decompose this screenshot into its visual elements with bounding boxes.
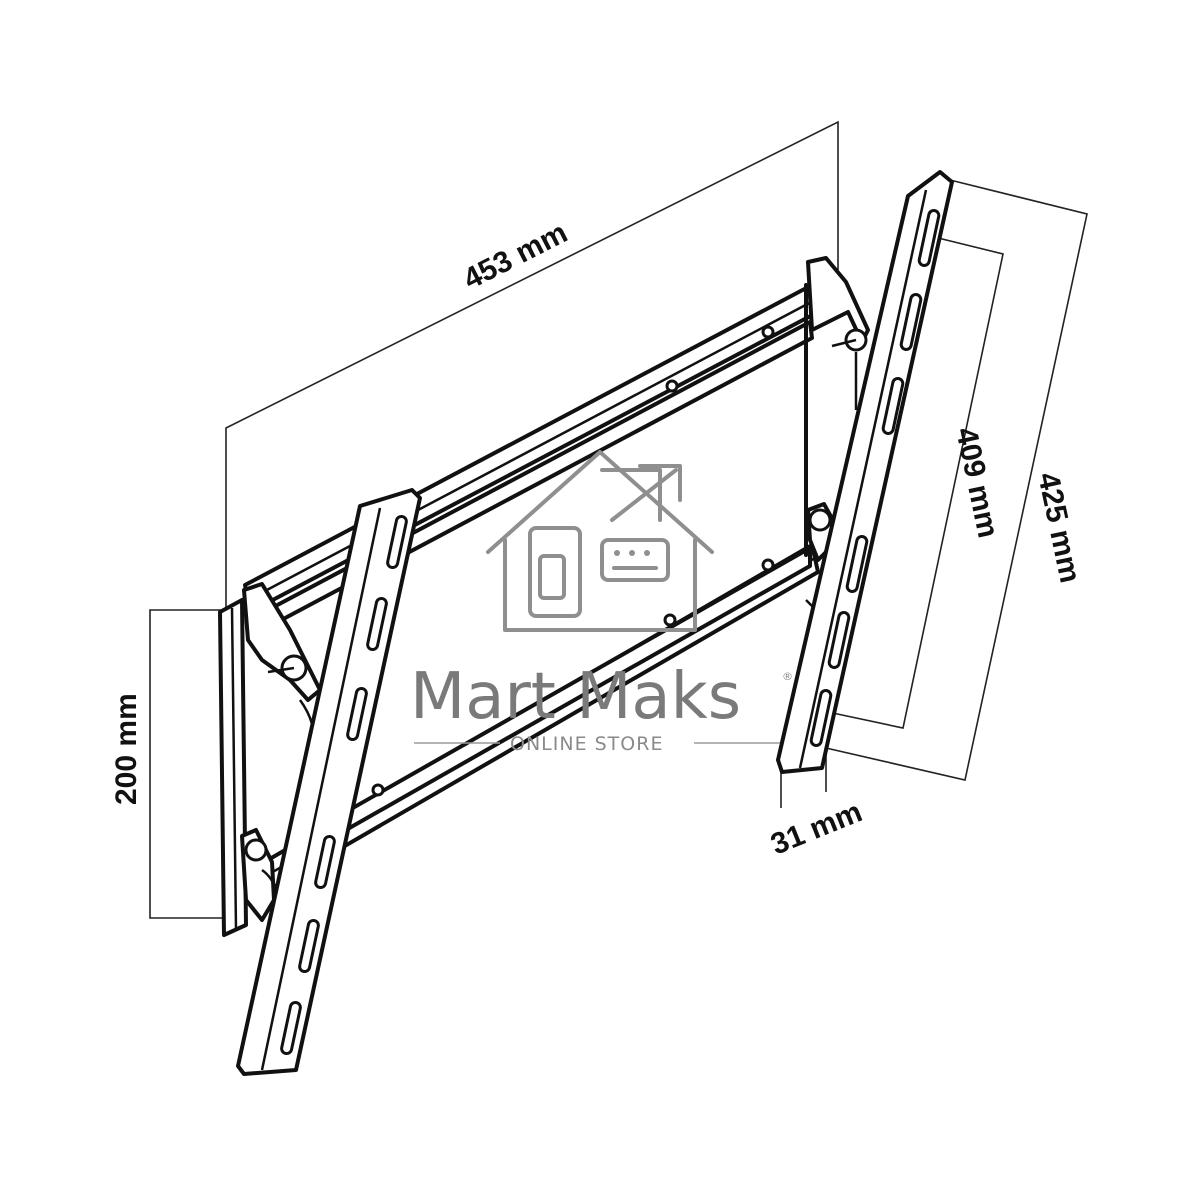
right-vertical-arm bbox=[776, 170, 954, 774]
plate-height-dimension-line bbox=[149, 609, 224, 919]
width-dimension-label: 453 mm bbox=[458, 216, 573, 296]
outer-height-dimension-label: 425 mm bbox=[1031, 470, 1087, 586]
inner-height-dimension-label: 409 mm bbox=[949, 425, 1005, 541]
watermark-brand: Mart Maks bbox=[410, 660, 741, 734]
width-dimension-line bbox=[225, 120, 839, 610]
hinge-top-right bbox=[806, 256, 870, 410]
hinge-bottom-left bbox=[240, 828, 280, 922]
dimension-lines bbox=[149, 120, 1088, 919]
plate-height-dimension-label: 200 mm bbox=[110, 693, 143, 805]
house-appliances-arrow-icon bbox=[486, 450, 714, 632]
watermark-registered-mark: ® bbox=[782, 670, 793, 683]
wall-plate bbox=[218, 283, 820, 937]
watermark: Mart Maks ® ONLINE STORE bbox=[410, 450, 793, 755]
outer-height-dimension-line bbox=[825, 179, 1088, 781]
watermark-tagline: ONLINE STORE bbox=[510, 733, 663, 755]
left-vertical-arm bbox=[236, 488, 422, 1076]
inner-height-dimension-line bbox=[827, 235, 1004, 729]
